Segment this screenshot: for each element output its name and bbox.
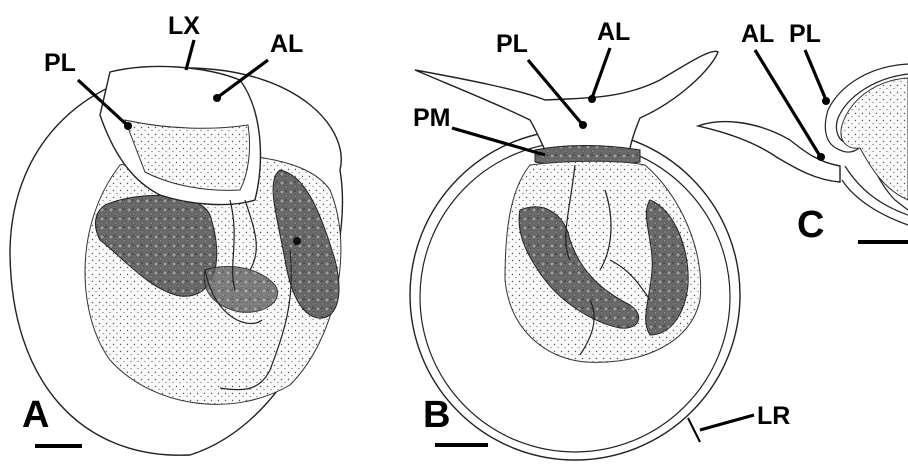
panel-b-label-al: AL — [597, 18, 630, 46]
panel-c-body — [841, 78, 908, 200]
panel-b-pointer-al — [592, 48, 610, 98]
panel-b-arms — [415, 51, 718, 150]
panel-b-label-pm: PM — [413, 104, 451, 132]
panel-c: AL PL C — [698, 20, 908, 246]
panel-c-letter: C — [797, 204, 824, 246]
panel-b-label-lr: LR — [757, 402, 790, 430]
panel-c-label-pl: PL — [789, 20, 821, 48]
panel-a-pointer-lx — [186, 40, 194, 70]
panel-b-lr-tick — [688, 418, 700, 442]
panel-c-pointer-pl — [805, 50, 826, 100]
panel-a-label-al: AL — [270, 30, 303, 58]
panel-a-letter: A — [22, 394, 49, 436]
panel-a: LX PL AL A — [10, 12, 342, 455]
panel-b-label-pl: PL — [496, 30, 528, 58]
panel-a-dot — [293, 237, 301, 245]
panel-b-pointer-lr — [700, 415, 754, 430]
panel-b-pointer-al-dot — [588, 95, 596, 103]
panel-c-pointer-pl-dot — [822, 97, 830, 105]
panel-c-scale-bar — [858, 240, 908, 244]
panel-a-label-lx: LX — [168, 12, 200, 40]
panel-a-pointer-al-dot — [213, 94, 221, 102]
panel-a-pointer-pl-dot — [124, 122, 132, 130]
panel-c-pointer-al-dot — [817, 153, 825, 161]
panel-c-label-al: AL — [741, 20, 774, 48]
panel-a-label-pl: PL — [44, 49, 76, 77]
panel-b-letter: B — [423, 394, 450, 436]
panel-b-scale-bar — [435, 443, 488, 447]
panel-a-scale-bar — [35, 444, 82, 448]
panel-b: PL AL PM LR B — [410, 18, 790, 460]
panel-b-pointer-pl-dot — [579, 121, 587, 129]
